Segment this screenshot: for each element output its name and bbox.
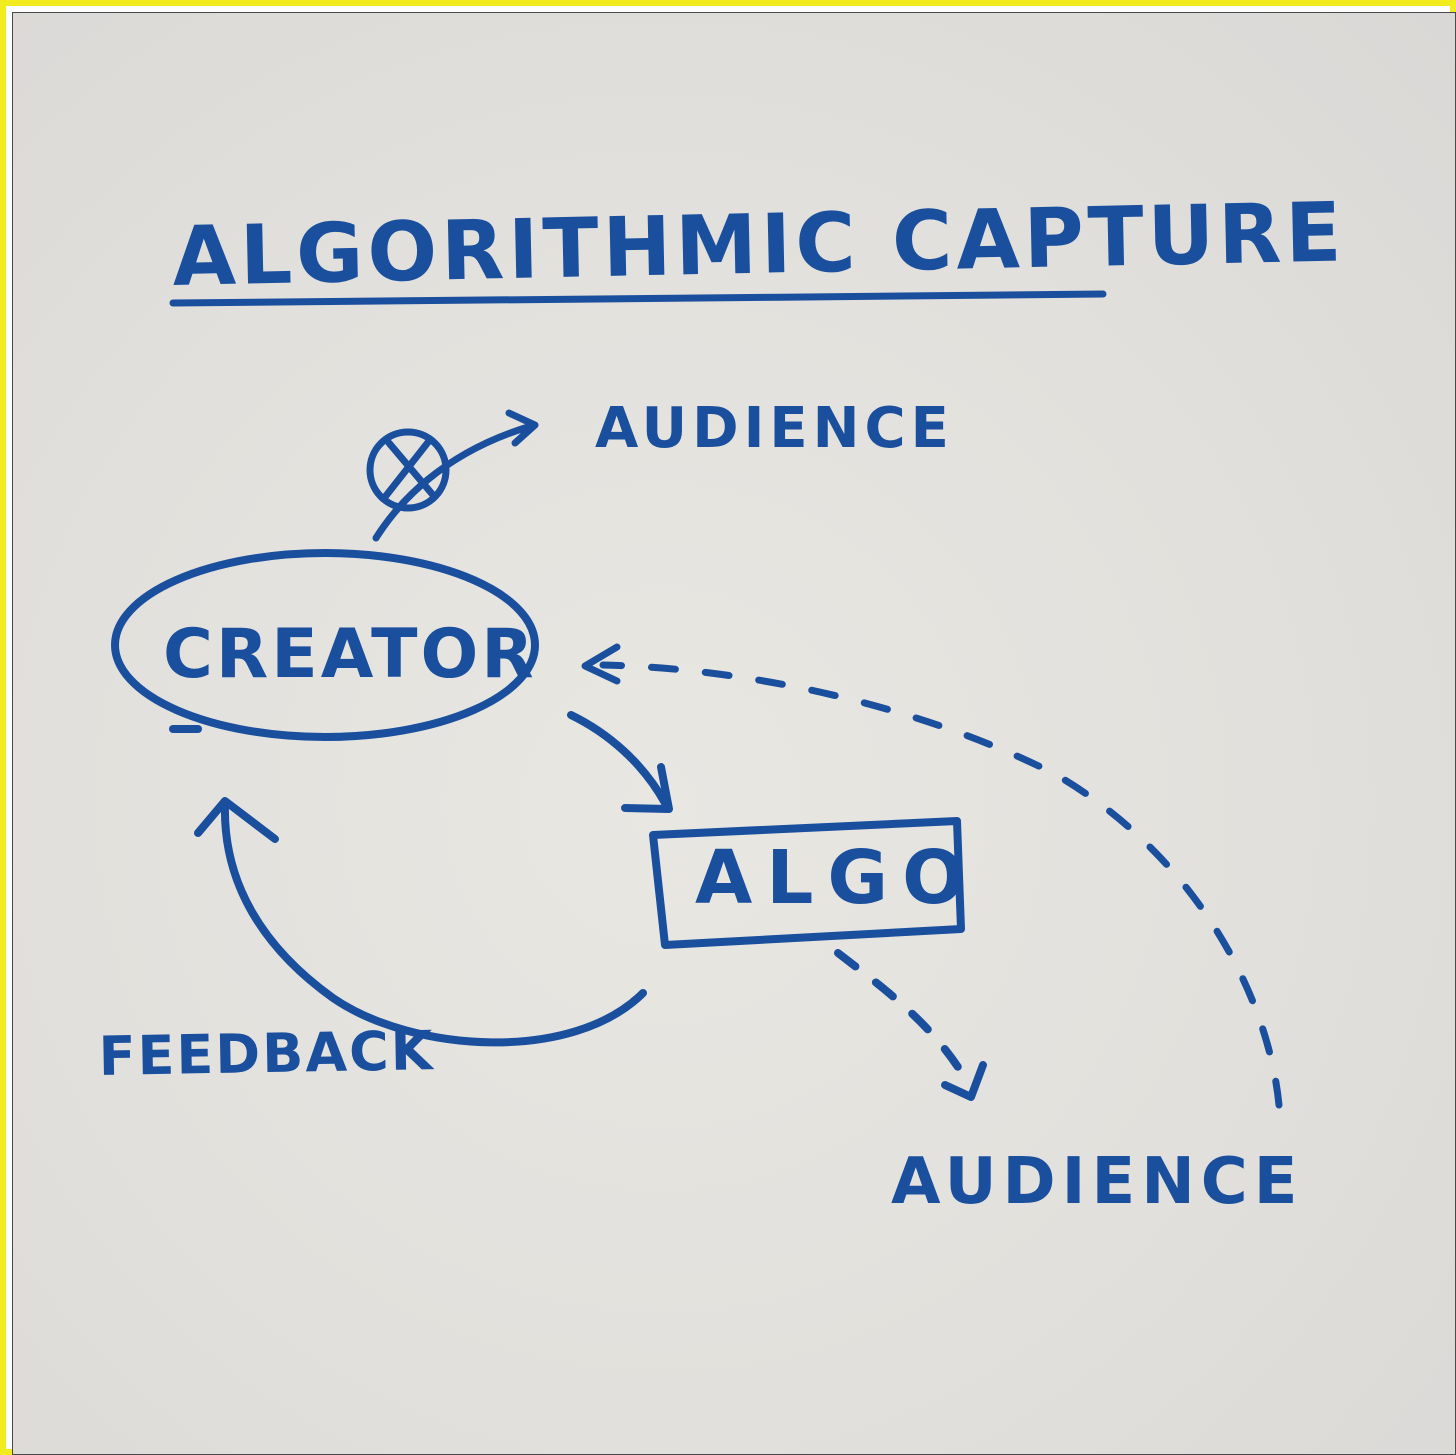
whiteboard-paper: ALGORITHMIC CAPTURE AUDIENCE CREATOR ALG… bbox=[12, 12, 1456, 1455]
audience-top-label: AUDIENCE bbox=[595, 396, 954, 461]
blocked-arrowhead bbox=[505, 409, 539, 447]
creator-to-algo-arrow bbox=[567, 711, 669, 807]
blocked-circle-icon bbox=[366, 428, 450, 512]
title-underline bbox=[169, 290, 1107, 307]
diagram-title: ALGORITHMIC CAPTURE bbox=[171, 185, 1346, 305]
algo-to-audience-dashed-arrow bbox=[834, 949, 972, 1087]
audience-bottom-label: AUDIENCE bbox=[891, 1145, 1303, 1219]
blocked-connector-line bbox=[372, 423, 532, 542]
creator-label: CREATOR bbox=[163, 615, 537, 694]
algo-to-audience-arrowhead bbox=[941, 1061, 987, 1101]
algo-label: ALGO bbox=[695, 835, 979, 921]
feedback-label: FEEDBACK bbox=[98, 1019, 435, 1088]
creator-to-algo-arrowhead bbox=[621, 763, 673, 813]
audience-to-creator-arrowhead bbox=[581, 643, 621, 685]
algo-box bbox=[649, 817, 965, 949]
feedback-arc bbox=[220, 801, 647, 1047]
diagram-canvas: ALGORITHMIC CAPTURE AUDIENCE CREATOR ALG… bbox=[98, 185, 1346, 1219]
feedback-arrowhead bbox=[194, 797, 279, 843]
audience-to-creator-dashed-arc bbox=[599, 661, 1283, 1109]
blocked-x-icon bbox=[381, 437, 437, 501]
creator-ellipse bbox=[111, 549, 539, 741]
